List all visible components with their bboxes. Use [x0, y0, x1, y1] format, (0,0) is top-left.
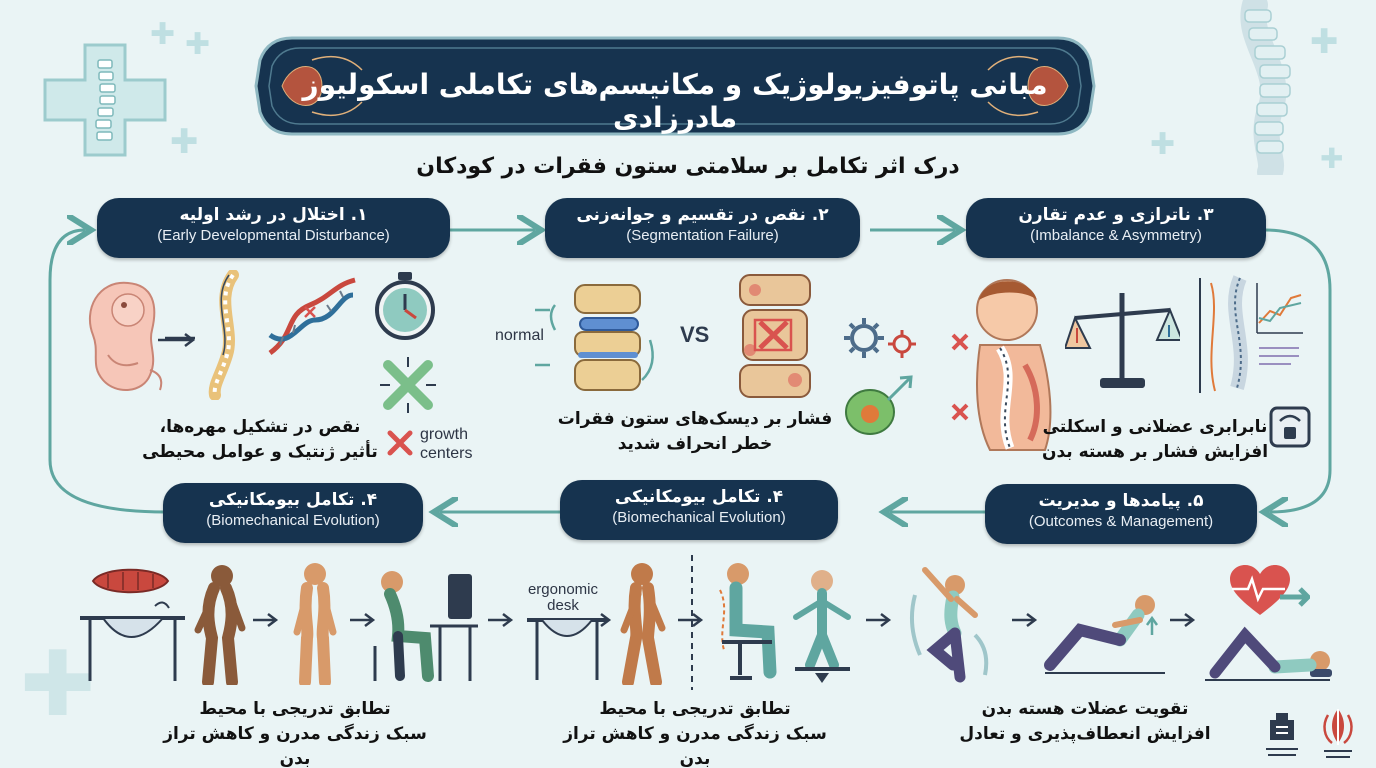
ergonomic-desk-label: ergonomic desk: [527, 581, 599, 614]
scoliosis-child-icon: [951, 279, 1052, 451]
stage-2-subtitle: (Segmentation Failure): [626, 227, 779, 244]
early-human-icon: [194, 565, 246, 685]
muscle-icon: [91, 568, 170, 594]
plus-decoration-icon: ✚: [185, 27, 211, 62]
stage-5-caption: تقویت عضلات هسته بدن افزایش انعطاف‌پذیری…: [959, 699, 1211, 744]
sink-table-icon: [80, 601, 185, 681]
cell-growth-icon: [845, 375, 913, 435]
stage-3-subtitle: (Imbalance & Asymmetry): [1030, 227, 1202, 244]
organization-seal-icon: [1266, 713, 1298, 756]
emblem-logo-icon: [1323, 709, 1353, 758]
ergonomic-desk-icon: [527, 618, 607, 680]
stage-3-title: ۳. ناترازی و عدم تقارن: [1018, 205, 1214, 225]
stage-4a-header: ۴. تکامل بیومکانیکی (Biomechanical Evolu…: [163, 483, 423, 543]
normal-label: normal: [495, 327, 544, 344]
curved-spine-icon: [208, 270, 239, 400]
stage-4a-caption: تطابق تدریجی با محیط سبک زندگی مدرن و کا…: [163, 699, 427, 768]
gears-icon: [844, 318, 916, 358]
upright-human-icon: [293, 563, 337, 685]
normal-vertebrae-icon: [535, 284, 654, 391]
stopwatch-icon: [375, 272, 435, 340]
seated-posture-icon: [719, 563, 777, 680]
spine-decoration-icon: [1240, 0, 1291, 175]
stage-4b-caption: تطابق تدریجی با محیط سبک زندگی مدرن و کا…: [563, 699, 827, 768]
spine-chart-icon: [1199, 275, 1303, 393]
page-title: مبانی پاتوفیزیولوژیک و مکانیسم‌های تکامل…: [302, 68, 1048, 134]
heart-health-icon: [1230, 565, 1310, 615]
vs-label: VS: [680, 322, 710, 347]
stage-4b-title: ۴. تکامل بیومکانیکی: [614, 487, 784, 507]
plus-decoration-icon: ✚: [1310, 22, 1339, 62]
growth-centers-label: growth centers: [420, 426, 473, 462]
stage-2-header: ۲. نقص در تقسیم و جوانه‌زنی (Segmentatio…: [545, 198, 860, 258]
growth-centers-cross-icon: [380, 357, 436, 413]
stage-3-caption: نابرابری عضلانی و اسکلتی افزایش فشار بر …: [1041, 417, 1269, 462]
walking-human-icon: [620, 563, 666, 685]
bathroom-scale-icon: [1269, 406, 1311, 448]
stage-3-header: ۳. ناترازی و عدم تقارن (Imbalance & Asym…: [966, 198, 1266, 258]
stage-1-caption: نقص در تشکیل مهره‌ها، تأثیر ژنتیک و عوام…: [142, 417, 378, 462]
plus-decoration-icon: ✚: [170, 122, 199, 162]
stretching-woman-icon: [909, 567, 989, 683]
desk-worker-icon: [373, 571, 478, 682]
stage-1-title: ۱. اختلال در رشد اولیه: [179, 205, 368, 225]
stage-1-subtitle: (Early Developmental Disturbance): [157, 227, 390, 244]
title-banner: مبانی پاتوفیزیولوژیک و مکانیسم‌های تکامل…: [252, 30, 1098, 142]
stage-5-title: ۵. پیامدها و مدیریت: [1038, 491, 1204, 511]
page-subtitle: درک اثر تکامل بر سلامتی ستون فقرات در کو…: [416, 154, 960, 179]
plus-decoration-icon: ✚: [150, 17, 176, 52]
red-x-icon: [387, 430, 413, 456]
medical-spine-icon: [43, 43, 167, 157]
banner-frame: [254, 36, 1096, 136]
balance-scale-icon: [1065, 293, 1180, 388]
core-exercise-icon: [1044, 595, 1165, 674]
plus-decoration-icon: ✚: [1320, 142, 1344, 175]
broken-dna-icon: [268, 277, 356, 356]
lying-rest-icon: [1205, 626, 1332, 681]
stage-4b-header: ۴. تکامل بیومکانیکی (Biomechanical Evolu…: [560, 480, 838, 540]
stage-4a-title: ۴. تکامل بیومکانیکی: [208, 490, 378, 510]
plus-decoration-icon: ✚: [20, 632, 96, 737]
plus-decoration-icon: ✚: [1150, 127, 1176, 162]
stage-4b-subtitle: (Biomechanical Evolution): [612, 509, 786, 526]
stage-2-title: ۲. نقص در تقسیم و جوانه‌زنی: [576, 205, 829, 225]
stage-1-header: ۱. اختلال در رشد اولیه (Early Developmen…: [97, 198, 450, 258]
balance-board-icon: [793, 570, 851, 683]
embryo-icon: [88, 281, 163, 392]
stage-2-caption: فشار بر دیسک‌های ستون فقرات خطر انحراف ش…: [557, 409, 833, 454]
stage-5-subtitle: (Outcomes & Management): [1028, 513, 1214, 530]
stage-5-header: ۵. پیامدها و مدیریت (Outcomes & Manageme…: [985, 484, 1257, 544]
stage-4a-subtitle: (Biomechanical Evolution): [206, 512, 380, 529]
damaged-vertebrae-icon: [739, 274, 811, 398]
